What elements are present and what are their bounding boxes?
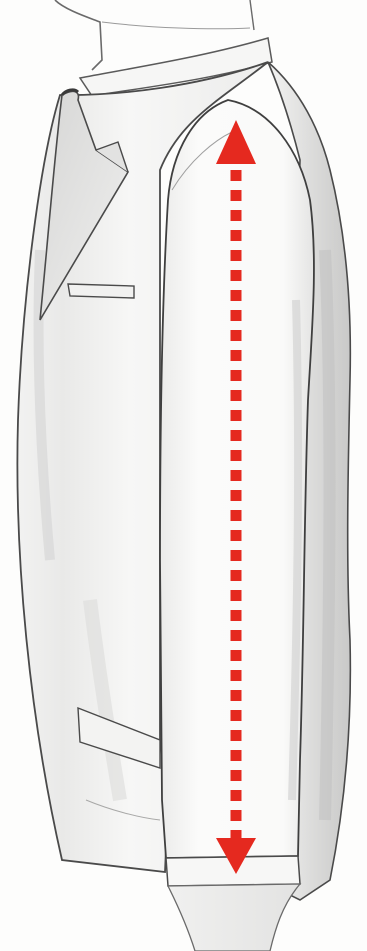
breast-pocket bbox=[68, 284, 134, 298]
trouser-leg bbox=[168, 884, 300, 951]
